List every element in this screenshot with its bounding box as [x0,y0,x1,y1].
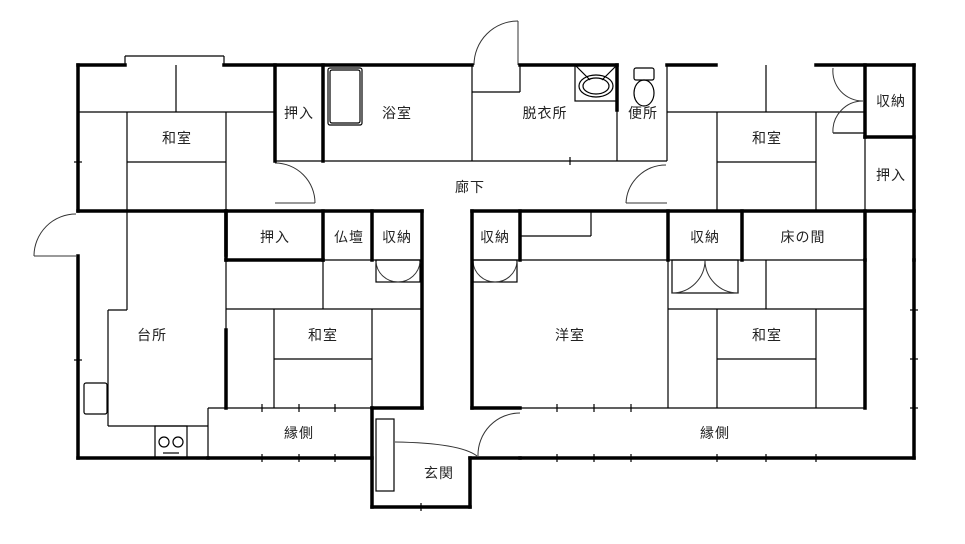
room-label-tokonoma: 床の間 [780,230,826,246]
room-label-engawa-west: 縁側 [284,426,314,442]
room-label-storage-3: 収納 [690,230,720,246]
room-label-western-room: 洋室 [555,328,585,344]
room-label-bathroom: 浴室 [382,106,412,122]
room-label-butsudan: 仏壇 [334,230,364,246]
door-swings [33,20,864,457]
room-label-oshiire-2: 押入 [260,230,290,246]
room-label-dressing-room: 脱衣所 [522,106,568,122]
room-label-washitsu-ne: 和室 [752,131,782,147]
room-label-oshiire-ne: 押入 [876,168,906,184]
room-label-toilet: 便所 [628,106,658,122]
room-label-hallway: 廊下 [455,180,485,196]
room-label-storage-ne: 収納 [876,94,906,110]
room-label-washitsu-center: 和室 [308,328,338,344]
room-label-washitsu-se: 和室 [752,328,782,344]
room-label-storage-2: 収納 [480,230,510,246]
room-label-engawa-east: 縁側 [700,426,730,442]
room-label-oshiire: 押入 [284,106,314,122]
room-label-kitchen: 台所 [137,328,167,344]
interior-lines [78,55,866,492]
room-label-washitsu-nw: 和室 [162,131,192,147]
room-label-entrance: 玄関 [424,466,454,482]
room-label-storage-1: 収納 [382,230,412,246]
column-ticks [74,157,918,511]
walls [76,63,916,509]
